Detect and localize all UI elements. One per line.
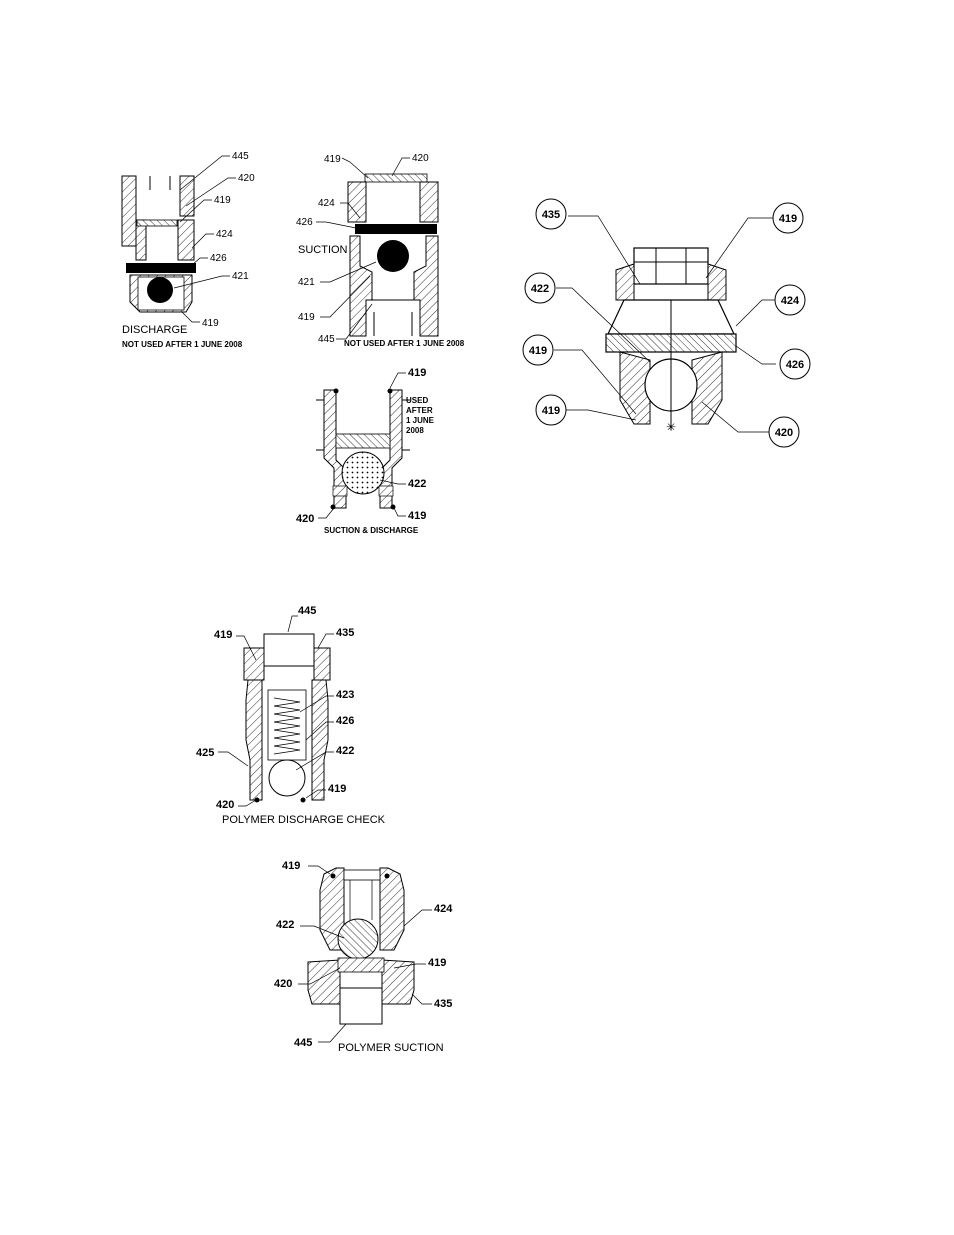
caption-suction-discharge: SUCTION & DISCHARGE xyxy=(324,526,419,535)
label-426: 426 xyxy=(210,253,227,264)
note-used-line-4: 2008 xyxy=(406,426,424,435)
polymer-suction-figure: 419 424 422 419 420 435 445 POLYMER SUCT… xyxy=(274,860,453,1054)
svg-text:✳: ✳ xyxy=(666,420,676,434)
note-not-used: NOT USED AFTER 1 JUNE 2008 xyxy=(122,340,243,349)
ball-421 xyxy=(147,277,173,303)
suction-discharge-valve-figure: 419 USED AFTER 1 JUNE 2008 422 420 419 S… xyxy=(296,367,435,535)
label-419: 419 xyxy=(328,783,346,795)
label-419: 419 xyxy=(282,860,300,872)
label-426: 426 xyxy=(336,715,354,727)
spring-423 xyxy=(273,697,301,755)
label-425: 425 xyxy=(196,747,214,759)
discharge-valve-figure: 445 420 419 424 426 421 419 DISCHARGE NO… xyxy=(121,151,255,349)
ball-421 xyxy=(377,240,409,272)
label-420: 420 xyxy=(412,153,429,164)
label-419: 419 xyxy=(298,312,315,323)
label-420: 420 xyxy=(216,799,234,811)
label-422: 422 xyxy=(408,478,426,490)
label-421: 421 xyxy=(298,277,315,288)
label-422: 422 xyxy=(276,919,294,931)
label-445: 445 xyxy=(298,605,316,617)
valve-assembly-figure: ✳ 435 419 422 424 419 426 419 420 xyxy=(522,198,811,448)
ball-422 xyxy=(268,759,306,797)
note-used-line-2: AFTER xyxy=(406,406,433,415)
label-422: 422 xyxy=(336,745,354,757)
label-420: 420 xyxy=(274,978,292,990)
caption-polymer-discharge-check: POLYMER DISCHARGE CHECK xyxy=(222,814,386,826)
label-422: 422 xyxy=(531,283,549,295)
label-419: 419 xyxy=(529,345,547,357)
label-419: 419 xyxy=(202,318,219,329)
label-419: 419 xyxy=(542,405,560,417)
label-426: 426 xyxy=(296,217,313,228)
label-435: 435 xyxy=(434,998,452,1010)
suction-valve-figure: 419 420 424 426 SUCTION 421 419 445 NOT … xyxy=(296,153,465,348)
label-419: 419 xyxy=(779,213,797,225)
caption-polymer-suction: POLYMER SUCTION xyxy=(338,1042,444,1054)
label-423: 423 xyxy=(336,689,354,701)
note-used-line-1: USED xyxy=(406,396,428,405)
note-not-used: NOT USED AFTER 1 JUNE 2008 xyxy=(344,339,465,348)
label-424: 424 xyxy=(781,295,800,307)
label-420: 420 xyxy=(296,513,314,525)
label-419: 419 xyxy=(428,957,446,969)
label-419: 419 xyxy=(214,629,232,641)
label-445: 445 xyxy=(294,1037,312,1049)
note-used-line-3: 1 JUNE xyxy=(406,416,435,425)
label-420: 420 xyxy=(775,427,793,439)
caption-discharge: DISCHARGE xyxy=(122,324,187,336)
label-426: 426 xyxy=(786,359,804,371)
label-424: 424 xyxy=(318,198,335,209)
gasket-426 xyxy=(126,263,196,273)
label-435: 435 xyxy=(542,209,560,221)
gasket-426 xyxy=(355,224,437,234)
label-424: 424 xyxy=(216,229,233,240)
label-420: 420 xyxy=(238,173,255,184)
label-445: 445 xyxy=(318,334,335,345)
label-419: 419 xyxy=(408,510,426,522)
side-label-suction: SUCTION xyxy=(298,244,348,256)
label-419: 419 xyxy=(214,195,231,206)
label-424: 424 xyxy=(434,903,453,915)
polymer-discharge-check-figure: 445 419 435 423 426 425 422 419 420 POLY… xyxy=(196,605,386,826)
label-419: 419 xyxy=(408,367,426,379)
label-421: 421 xyxy=(232,271,249,282)
label-419: 419 xyxy=(324,154,341,165)
ball-422 xyxy=(341,451,385,495)
label-445: 445 xyxy=(232,151,249,162)
label-435: 435 xyxy=(336,627,354,639)
ball-422 xyxy=(337,918,379,960)
